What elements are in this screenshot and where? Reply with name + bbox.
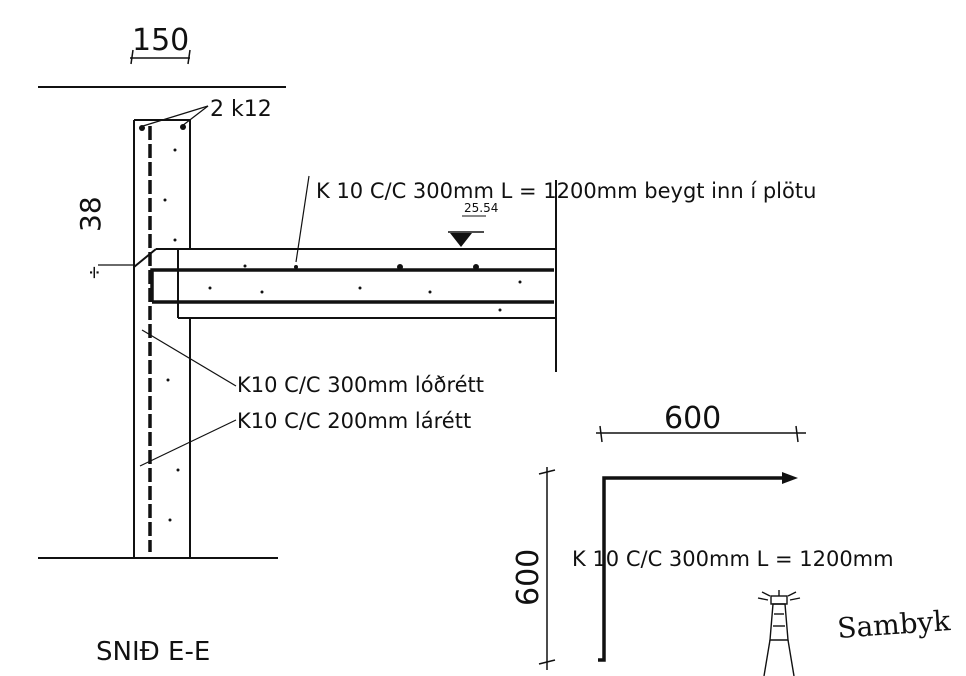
slab-top-rebar xyxy=(150,268,554,302)
detail-dim-v-label: 600 xyxy=(511,549,546,606)
lighthouse-logo-icon xyxy=(757,590,801,676)
elevation-label: 25.54 xyxy=(464,201,498,215)
slab-bar-label: K 10 C/C 300mm L = 1200mm beygt inn í pl… xyxy=(316,179,816,203)
wall-level-mark: ÷ xyxy=(84,265,105,280)
vertical-bar-label: K10 C/C 300mm lóðrétt xyxy=(237,373,484,397)
horizontal-bar-label: K10 C/C 200mm lárétt xyxy=(237,409,471,433)
section-title: SNIÐ E-E xyxy=(96,637,210,667)
leader-horizontal-bar xyxy=(139,419,237,467)
detail-dim-vertical xyxy=(538,467,556,670)
detail-dim-h-label: 600 xyxy=(664,401,721,436)
detail-dim-horizontal xyxy=(596,425,806,443)
leader-rebar-top xyxy=(142,105,209,127)
dim-150-label: 150 xyxy=(132,23,189,58)
brand-logo-text: Sambyk xyxy=(836,604,952,645)
wall-level-label: 38 xyxy=(74,196,107,232)
aggregate-dots xyxy=(139,124,522,522)
slab-section xyxy=(133,180,557,372)
rebar-top-label: 2 k12 xyxy=(210,97,272,122)
leader-slab-bar xyxy=(295,175,310,263)
wall-section xyxy=(133,119,191,558)
elevation-marker xyxy=(448,215,486,247)
leader-vertical-bar xyxy=(141,329,237,387)
detail-bent-bar xyxy=(598,472,798,662)
detail-bar-label: K 10 C/C 300mm L = 1200mm xyxy=(572,547,894,571)
dim-150 xyxy=(130,49,191,65)
